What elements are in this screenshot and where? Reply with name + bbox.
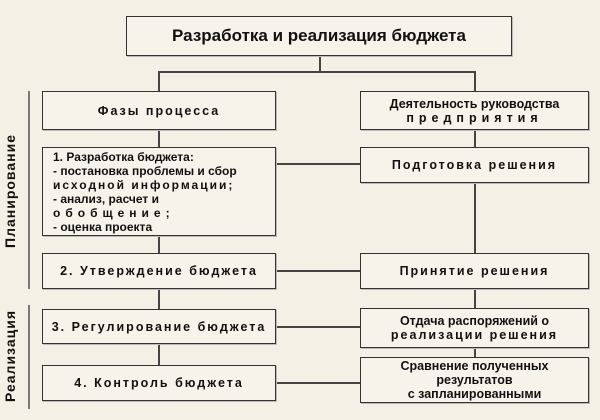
action4-line2: результатов xyxy=(436,373,513,387)
connector-left-down xyxy=(158,71,160,91)
link-phase3-action3 xyxy=(276,326,360,328)
phase-3-box: 3. Регулирование бюджета xyxy=(42,309,276,344)
phase1-line3: исходной информации; xyxy=(53,178,235,192)
action4-line3: с запланированными xyxy=(407,387,542,401)
action-2-box: Принятие решения xyxy=(360,253,589,289)
right-header-line2: предприятия xyxy=(406,110,543,125)
connector-right-2 xyxy=(474,183,476,253)
planning-label: Планирование xyxy=(2,134,18,248)
realization-label: Реализация xyxy=(2,310,18,403)
right-header-line1: Деятельность руководства xyxy=(389,96,560,111)
connector-left-1 xyxy=(158,130,160,147)
phase-4-box: 4. Контроль бюджета xyxy=(42,365,276,401)
phase-2-box: 2. Утверждение бюджета xyxy=(42,253,276,289)
phase1-line1: 1. Разработка бюджета: xyxy=(53,150,194,164)
link-phase4-action4 xyxy=(276,382,360,384)
connector-title-down xyxy=(319,55,321,72)
action-1-box: Подготовка решения xyxy=(360,147,589,183)
connector-left-4 xyxy=(158,344,160,365)
link-phase2-action2 xyxy=(276,270,360,272)
connector-right-1 xyxy=(474,130,476,147)
action3-line2: реализации решения xyxy=(390,328,559,342)
action3-line1: Отдача распоряжений о xyxy=(399,314,550,328)
link-phase1-action1 xyxy=(276,163,360,165)
diagram-title: Разработка и реализация бюджета xyxy=(126,16,512,56)
connector-left-3 xyxy=(158,289,160,309)
planning-bracket xyxy=(28,91,30,289)
action-4-box: Сравнение полученных результатов с запла… xyxy=(360,357,589,403)
connector-right-3 xyxy=(474,289,476,308)
connector-left-2 xyxy=(158,236,160,253)
phase1-line4: - анализ, расчет и xyxy=(53,192,159,206)
phase1-line5: обобщение; xyxy=(53,206,175,220)
phase1-line6: - оценка проекта xyxy=(53,220,153,234)
connector-right-down xyxy=(474,71,476,91)
phase-1-box: 1. Разработка бюджета: - постановка проб… xyxy=(42,147,276,236)
left-column-header: Фазы процесса xyxy=(42,91,276,130)
action-3-box: Отдача распоряжений о реализации решения xyxy=(360,308,589,348)
realization-bracket xyxy=(28,305,30,409)
connector-right-4 xyxy=(474,348,476,357)
connector-top-horizontal xyxy=(158,71,476,73)
phase1-line2: - постановка проблемы и сбор xyxy=(53,164,237,178)
right-column-header: Деятельность руководства предприятия xyxy=(360,91,589,130)
action4-line1: Сравнение полученных xyxy=(400,359,549,373)
